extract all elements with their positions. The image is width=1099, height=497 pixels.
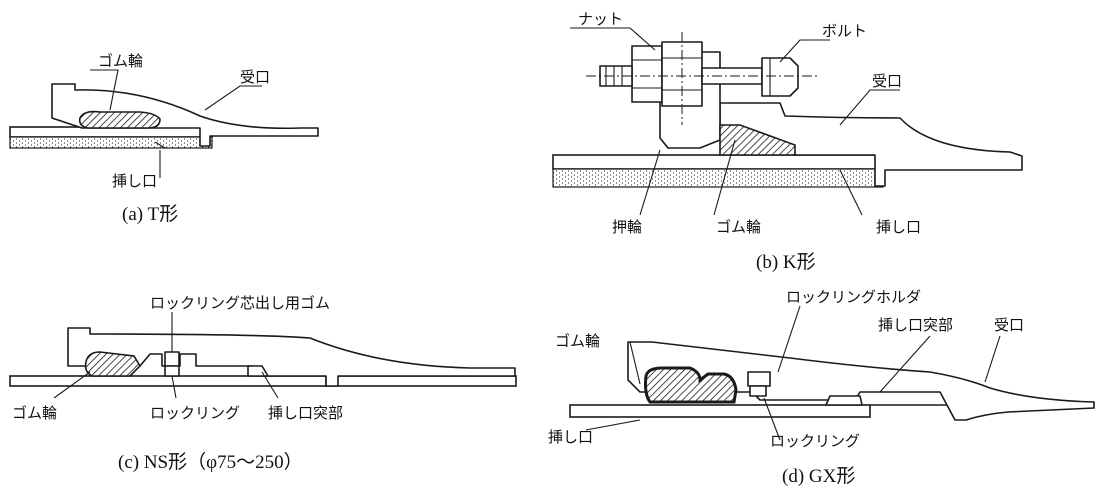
panel-b-socket-body [719, 102, 1023, 187]
panel-a-label-spigot: 挿し口 [112, 172, 157, 190]
panel-c-ns-type: ロックリング芯出し用ゴム ゴム輪 ロックリング 挿し口突部 (c) NS形（φ7… [9, 294, 517, 473]
panel-d-gx-type: ロックリングホルダ ゴム輪 挿し口突部 受口 挿し口 ロックリング (d) GX… [548, 288, 1095, 487]
panel-d-caption: (d) GX形 [782, 465, 855, 487]
panel-c-socket-body [67, 327, 516, 387]
panel-b-label-rubber-ring: ゴム輪 [716, 218, 761, 236]
panel-c-spigot-pipe [9, 375, 329, 387]
panel-c-centering-rubber [164, 351, 180, 367]
panel-b-bolt [599, 65, 633, 87]
panel-d-socket-body [627, 341, 1095, 421]
panel-b-nut [631, 45, 663, 103]
panel-c-rubber-ring [84, 351, 142, 377]
panel-a-mortar-lining [9, 136, 213, 149]
panel-c-label-spigot-protrusion: 挿し口突部 [268, 404, 343, 422]
panel-d-spigot-protrusion [825, 395, 863, 406]
panel-a-rubber-ring [78, 110, 161, 129]
panel-b-label-gland: 押輪 [612, 218, 642, 236]
panel-d-label-rubber-ring: ゴム輪 [555, 332, 600, 350]
panel-c-label-lock-ring: ロックリング [150, 404, 240, 422]
panel-b-rubber-ring [719, 124, 796, 156]
panel-a-socket-body [51, 83, 319, 147]
panel-a-caption: (a) T形 [122, 203, 178, 225]
panel-d-label-socket: 受口 [994, 316, 1024, 334]
panel-b-mortar-lining [552, 168, 884, 188]
panel-d-lock-ring-holder [747, 371, 771, 387]
panel-c-caption: (c) NS形（φ75～250） [118, 451, 303, 473]
panel-c-lock-ring [164, 365, 180, 377]
panel-d-rubber-ring [644, 366, 738, 404]
panel-c-label-rubber-ring: ゴム輪 [12, 404, 57, 422]
panel-d-label-lock-ring-holder: ロックリングホルダ [786, 288, 921, 306]
panel-d-label-spigot: 挿し口 [548, 428, 593, 446]
panel-a-label-rubber-ring: ゴム輪 [98, 52, 143, 70]
panel-b-spigot-pipe [552, 154, 884, 170]
panel-d-spigot-pipe [569, 404, 871, 418]
panel-c-label-centering-rubber: ロックリング芯出し用ゴム [150, 294, 330, 312]
panel-b-caption: (b) K形 [756, 251, 816, 273]
panel-b-label-spigot: 挿し口 [876, 218, 921, 236]
panel-a-t-type: ゴム輪 受口 挿し口 (a) T形 [9, 52, 319, 225]
panel-b-k-type: ナット ボルト 受口 押輪 ゴム輪 挿し口 (b) K形 [552, 10, 1023, 273]
panel-b-label-bolt: ボルト [822, 22, 867, 40]
panel-b-label-nut: ナット [578, 10, 623, 28]
panel-d-label-spigot-protrusion: 挿し口突部 [878, 316, 953, 334]
panel-d-label-lock-ring: ロックリング [770, 432, 860, 450]
panel-b-label-socket: 受口 [872, 72, 902, 90]
panel-d-lock-ring [749, 385, 767, 397]
panel-a-label-socket: 受口 [240, 68, 270, 86]
